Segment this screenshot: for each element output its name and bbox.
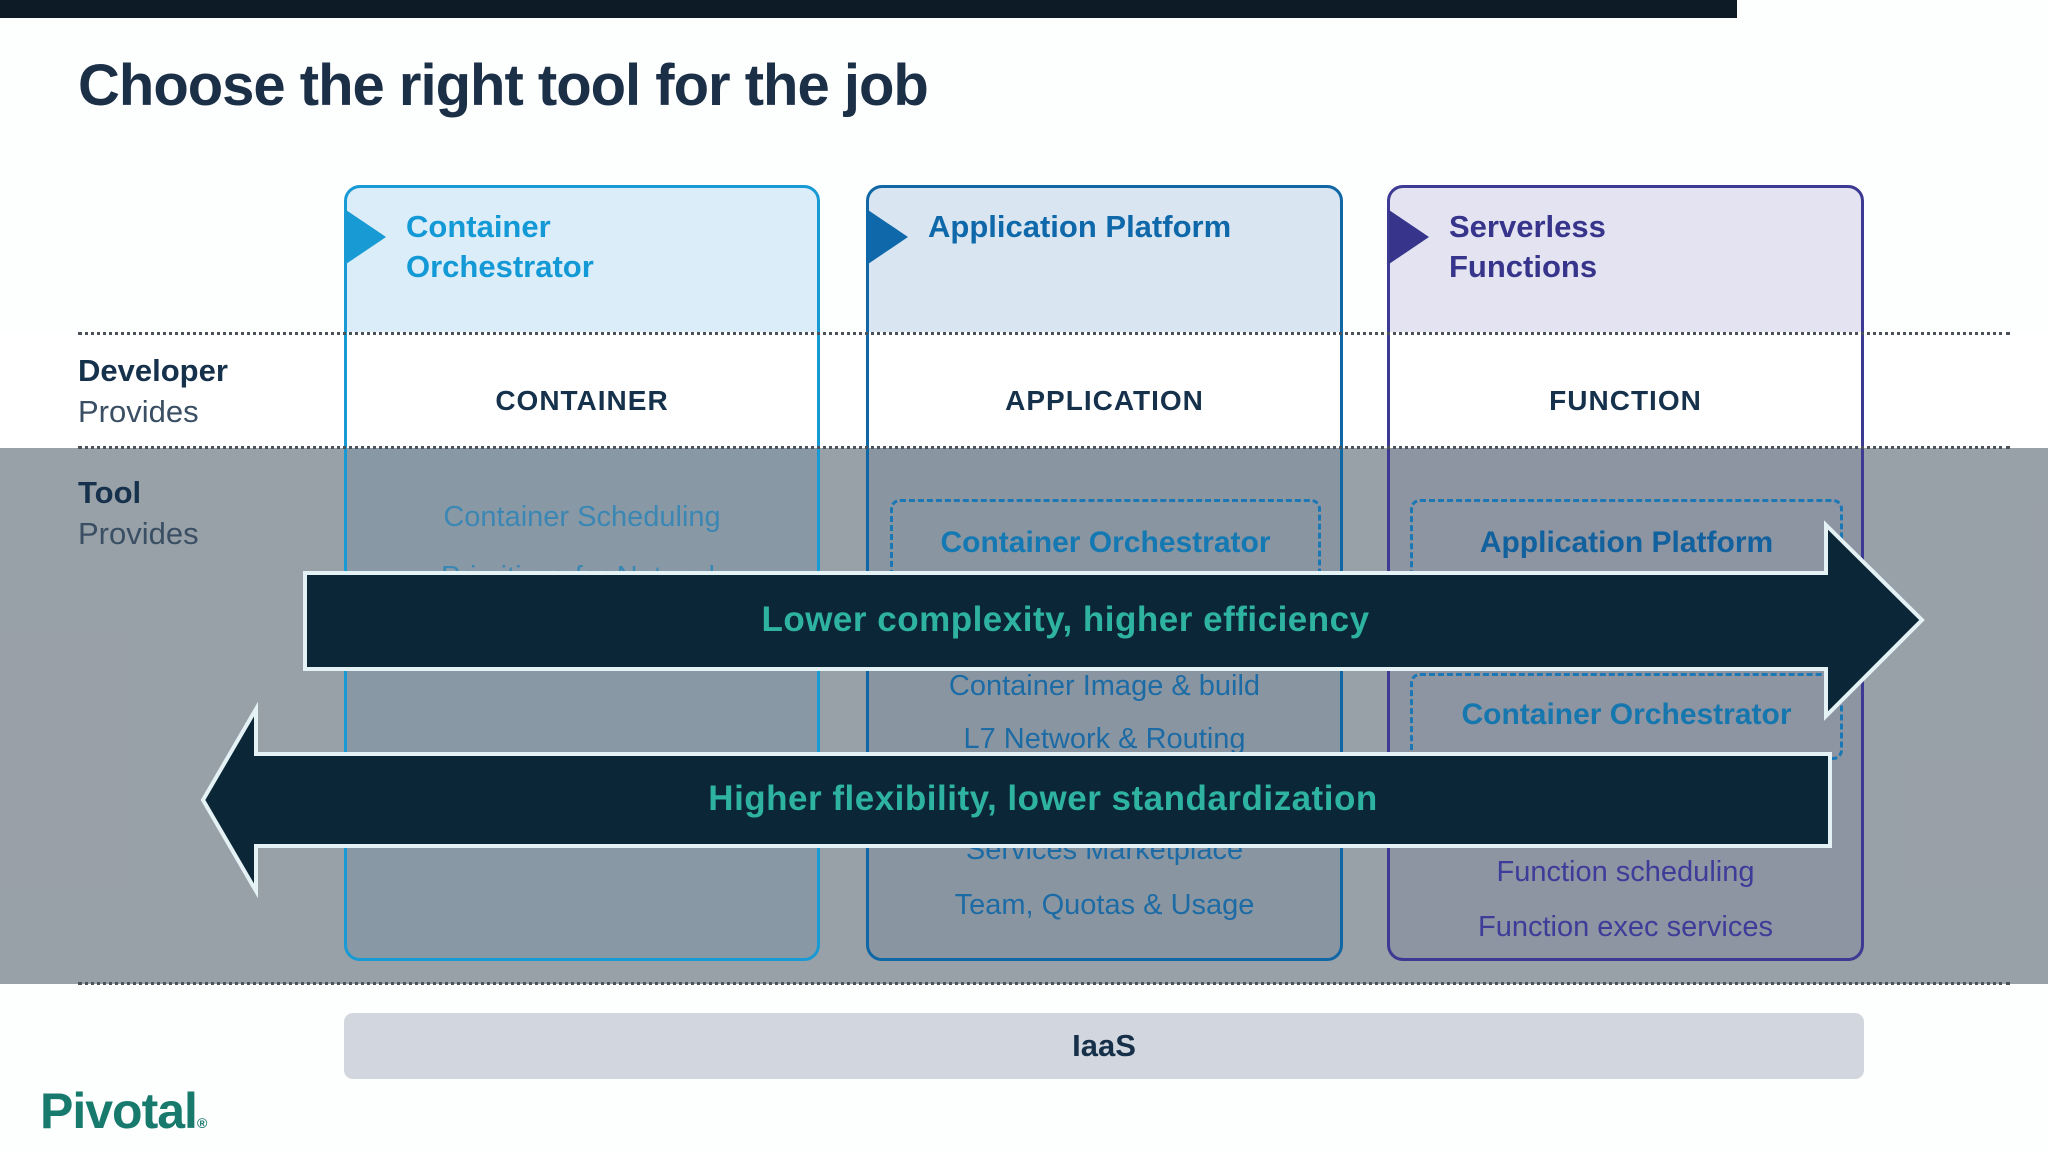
row-label-bold: Tool: [78, 475, 142, 510]
tool-item: Team, Quotas & Usage: [954, 889, 1255, 921]
tool-item: Function scheduling: [1496, 856, 1755, 888]
pivotal-logo: Pivotal®: [40, 1082, 207, 1140]
arrow-left-label: Higher flexibility, lower standardizatio…: [708, 779, 1378, 818]
separator-dotted-middle: [78, 446, 2010, 449]
row-label-light: Provides: [78, 516, 199, 551]
badge-container-orchestrator: Container Orchestrator: [890, 499, 1321, 587]
top-accent-bar: [0, 0, 1737, 18]
flag-icon: [868, 210, 908, 264]
developer-provides-band: [0, 332, 2048, 448]
developer-provides-application: APPLICATION: [1005, 385, 1204, 416]
pivotal-logo-text: Pivotal: [40, 1083, 198, 1139]
flag-icon: [346, 210, 386, 264]
row-label-developer-provides: Developer Provides: [78, 350, 228, 432]
developer-provides-container: CONTAINER: [495, 385, 669, 416]
column-header-application-platform: Application Platform: [928, 209, 1232, 244]
badge-container-orchestrator: Container Orchestrator: [1410, 673, 1843, 760]
column-header-serverless-functions: Serverless Functions: [1449, 209, 1606, 284]
flag-icon: [1389, 210, 1429, 264]
page-title: Choose the right tool for the job: [78, 53, 929, 118]
registered-mark: ®: [196, 1115, 207, 1131]
separator-dotted-top: [78, 332, 2010, 335]
arrow-right-label: Lower complexity, higher efficiency: [761, 600, 1370, 639]
iaas-bar: IaaS: [344, 1013, 1864, 1079]
tool-item-clipped: Primitives for Network: [441, 561, 723, 593]
tool-item: L7 Network & Routing: [963, 723, 1246, 755]
tool-item: Function exec services: [1478, 911, 1773, 943]
row-label-light: Provides: [78, 394, 199, 429]
row-label-bold: Developer: [78, 353, 228, 388]
separator-dotted-bottom: [78, 982, 2010, 985]
badge-application-platform: Application Platform: [1410, 499, 1843, 587]
tool-item: Container Image & build: [948, 670, 1261, 702]
iaas-label: IaaS: [1072, 1028, 1136, 1063]
row-label-tool-provides: Tool Provides: [78, 472, 199, 554]
developer-provides-function: FUNCTION: [1549, 385, 1702, 416]
tool-item: Container Scheduling: [443, 501, 721, 533]
column-header-container-orchestrator: Container Orchestrator: [406, 209, 594, 284]
tool-item: Services Marketplace: [965, 834, 1244, 866]
